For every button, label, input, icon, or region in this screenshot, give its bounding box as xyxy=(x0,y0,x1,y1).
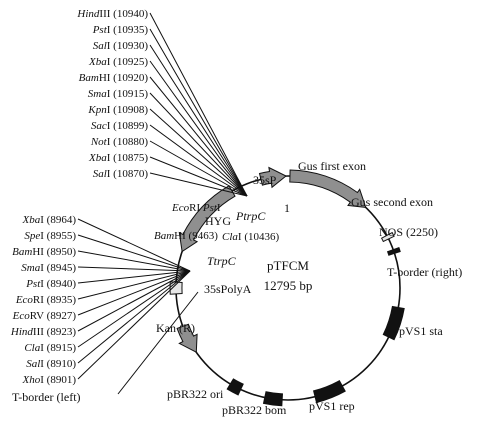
pbr322-ori-block xyxy=(226,378,244,396)
top-site-label: XbaI (10875) xyxy=(88,152,148,164)
top-site-leader-line xyxy=(149,28,248,197)
top-site-leader-line xyxy=(149,124,248,197)
left-site-leader-line xyxy=(77,234,191,272)
gus-first-exon-label: Gus first exon xyxy=(298,159,366,173)
origin-position-label: 1 xyxy=(284,201,290,215)
nos-terminator-label: NOS (2250) xyxy=(379,225,438,239)
top-site-leader-line xyxy=(149,92,248,197)
left-site-label: ClaI (8915) xyxy=(24,342,76,354)
cla-site-label: ClaI (10436) xyxy=(222,231,279,243)
pbr322-ori-label: pBR322 ori xyxy=(167,387,224,401)
hyg-gene-label: HYG xyxy=(205,214,231,228)
pvs1-sta-label: pVS1 sta xyxy=(399,324,443,338)
left-site-label: SpeI (8955) xyxy=(24,230,76,242)
left-site-label: SmaI (8945) xyxy=(21,262,76,274)
top-site-labels: HindIII (10940) PstI (10935) SalI (10930… xyxy=(76,8,148,180)
left-site-leader-line xyxy=(77,270,191,380)
kan-resistance-arrow xyxy=(176,323,198,354)
plasmid-size: 12795 bp xyxy=(264,278,313,293)
top-site-label: SalI (10870) xyxy=(93,168,149,180)
ttrpc-terminator-label: TtrpC xyxy=(207,254,237,268)
top-site-leader-line xyxy=(149,44,248,197)
top-site-leader-line xyxy=(149,76,248,197)
pbr322-bom-block xyxy=(262,391,284,407)
bamhi-site-label: BamHI (9463) xyxy=(154,230,218,242)
pvs1-sta-block xyxy=(382,305,405,341)
kan-resistance-label: Kan (R) xyxy=(156,321,195,335)
t-border-left-label: T-border (left) xyxy=(12,390,81,404)
left-site-leader-line xyxy=(77,270,191,364)
left-site-leader-line xyxy=(77,270,191,300)
top-site-label: XbaI (10925) xyxy=(88,56,148,68)
left-site-label: HindIII (8923) xyxy=(10,326,76,338)
top-site-label: BamHI (10920) xyxy=(79,72,149,84)
plasmid-name: pTFCM xyxy=(267,258,309,273)
hyg-gene-arrow xyxy=(178,185,236,253)
nos-terminator-block xyxy=(380,231,395,243)
left-site-label: EcoRV (8927) xyxy=(12,310,77,322)
top-site-leader-line xyxy=(149,140,248,197)
t-border-right-block xyxy=(386,246,401,256)
left-site-leader-line xyxy=(77,218,191,272)
left-site-labels: XbaI (8964) SpeI (8955) BamHI (8950) Sma… xyxy=(10,214,76,386)
gus-gene-arrow xyxy=(289,169,367,208)
left-site-leader-line xyxy=(77,270,191,348)
ptrpc-promoter-label: PtrpC xyxy=(235,209,266,223)
top-site-leader-line xyxy=(149,12,248,197)
pbr322-bom-label: pBR322 bom xyxy=(222,403,287,417)
left-site-leader-line xyxy=(77,270,191,332)
top-site-label: SmaI (10915) xyxy=(88,88,149,100)
left-site-leader-line xyxy=(77,250,191,272)
top-site-label: KpnI (10908) xyxy=(87,104,148,116)
polya-35s-label: 35sPolyA xyxy=(204,282,252,296)
top-site-label: HindIII (10940) xyxy=(76,8,148,20)
left-site-leader-line xyxy=(77,270,191,284)
top-site-label: SacI (10899) xyxy=(91,120,148,132)
left-site-leader-line xyxy=(77,266,191,272)
pvs1-rep-block xyxy=(312,380,346,404)
top-site-label: NotI (10880) xyxy=(90,136,148,148)
top-site-leader-line xyxy=(149,60,248,197)
left-site-label: XhoI (8901) xyxy=(22,374,77,386)
left-site-label: PstI (8940) xyxy=(25,278,76,290)
top-site-leader-line xyxy=(149,156,248,197)
pvs1-rep-label: pVS1 rep xyxy=(309,399,355,413)
left-site-label: BamHI (8950) xyxy=(12,246,76,258)
top-site-leader-line xyxy=(149,172,248,197)
left-site-leader-line xyxy=(77,270,191,316)
promoter-35s-arrow xyxy=(258,166,287,189)
gus-second-exon-label: Gus second exon xyxy=(351,195,433,209)
top-site-label: PstI (10935) xyxy=(92,24,149,36)
promoter-35s-label: 35sP xyxy=(253,173,277,187)
left-site-label: EcoRI (8935) xyxy=(15,294,77,306)
left-site-label: XbaI (8964) xyxy=(22,214,77,226)
left-site-label: SalI (8910) xyxy=(26,358,76,370)
t-border-left-leader xyxy=(117,291,199,395)
top-site-label: SalI (10930) xyxy=(93,40,149,52)
t-border-right-label: T-border (right) xyxy=(387,265,462,279)
ecori-psti-site-label: EcoRI PstI xyxy=(171,202,221,214)
top-site-leader-line xyxy=(149,108,248,197)
